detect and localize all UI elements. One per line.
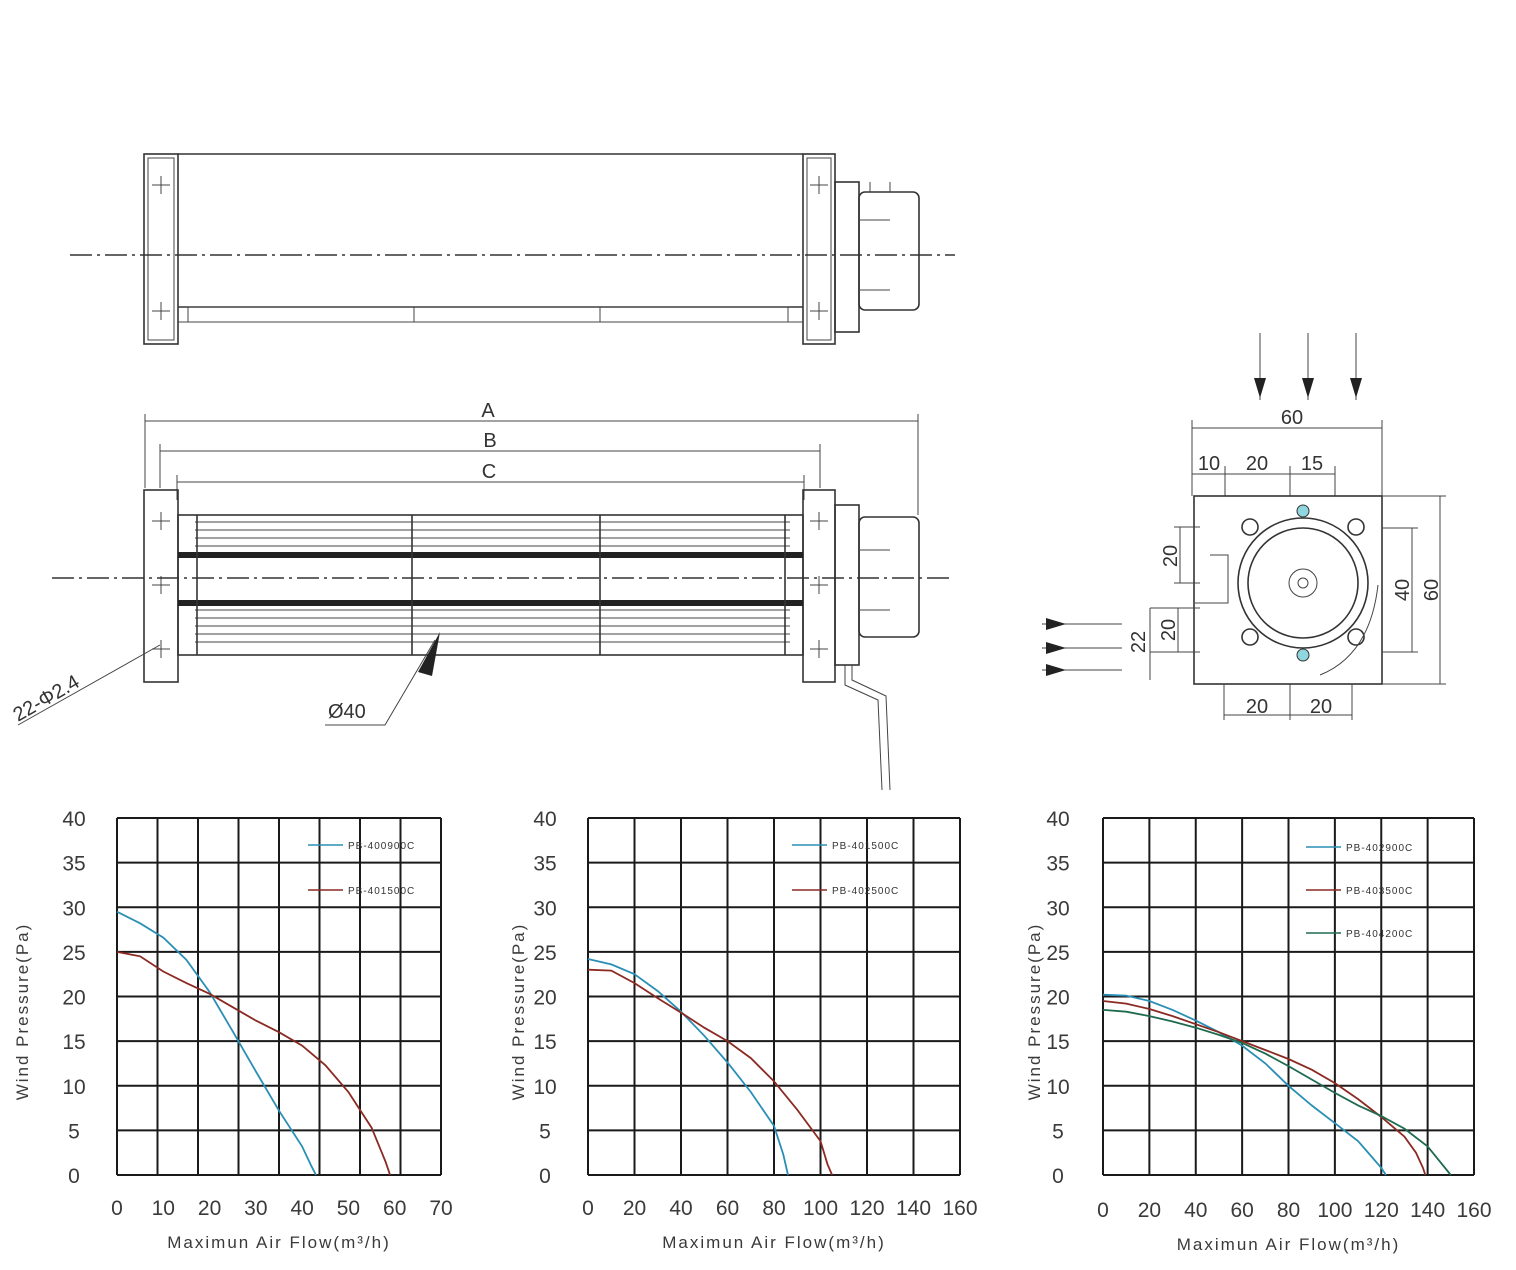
- dim-label-20-bottom-a: 20: [1246, 696, 1268, 718]
- y-tick-label: 25: [62, 942, 85, 965]
- x-tick-label: 160: [942, 1197, 977, 1220]
- dim-label-10: 10: [1198, 453, 1220, 475]
- y-tick-label: 10: [62, 1076, 85, 1099]
- x-tick-label: 100: [1317, 1199, 1352, 1222]
- x-tick-label: 50: [337, 1197, 360, 1220]
- x-tick-label: 20: [623, 1197, 646, 1220]
- dim-label-width-60: 60: [1281, 407, 1303, 429]
- series-line-PB-404200C: [1102, 1009, 1452, 1176]
- y-axis-label: Wind Pressure(Pa): [13, 923, 32, 1101]
- y-tick-label: 15: [533, 1031, 556, 1054]
- x-tick-label: 10: [152, 1197, 175, 1220]
- fan-side-view: 60 10 20 15 60 40 20: [1042, 333, 1446, 720]
- y-tick-label: 40: [1046, 808, 1069, 831]
- dim-label-mount-holes: 22-Φ2.4: [10, 671, 84, 726]
- dim-label-15: 15: [1301, 453, 1323, 475]
- y-tick-label: 30: [533, 897, 556, 920]
- x-tick-label: 20: [1138, 1199, 1161, 1222]
- y-tick-label: 35: [62, 853, 85, 876]
- dim-label-20-bottom-b: 20: [1310, 696, 1332, 718]
- dim-label-20-lower: 20: [1158, 619, 1180, 641]
- series-line-PB-403500C: [1102, 1000, 1427, 1176]
- legend-label: PB-402500C: [832, 886, 899, 897]
- fan-front-view: A B C: [10, 400, 950, 791]
- x-tick-label: 60: [383, 1197, 406, 1220]
- dim-label-20-top: 20: [1246, 453, 1268, 475]
- x-tick-label: 40: [1184, 1199, 1207, 1222]
- legend-label: PB-402900C: [1346, 843, 1413, 854]
- x-tick-label: 140: [896, 1197, 931, 1220]
- legend-label: PB-401500C: [832, 841, 899, 852]
- y-tick-label: 15: [1046, 1031, 1069, 1054]
- y-tick-label: 15: [62, 1031, 85, 1054]
- dim-label-c: C: [482, 461, 496, 483]
- series-line-PB-402900C: [1102, 993, 1387, 1176]
- x-tick-label: 80: [1277, 1199, 1300, 1222]
- impeller-blades: [195, 521, 790, 643]
- y-tick-label: 25: [1046, 942, 1069, 965]
- x-tick-label: 80: [762, 1197, 785, 1220]
- series-line-PB-401500C: [116, 951, 391, 1176]
- legend-label: PB-401500C: [348, 886, 415, 897]
- y-tick-label: 10: [533, 1076, 556, 1099]
- x-axis-label: Maximun Air Flow(m³/h): [1177, 1235, 1400, 1254]
- y-axis-label: Wind Pressure(Pa): [509, 923, 528, 1101]
- y-tick-label: 35: [1046, 853, 1069, 876]
- y-tick-label: 35: [533, 853, 556, 876]
- x-tick-label: 40: [290, 1197, 313, 1220]
- x-tick-label: 0: [111, 1197, 123, 1220]
- y-tick-label: 0: [1052, 1165, 1064, 1188]
- x-tick-label: 60: [716, 1197, 739, 1220]
- dim-label-b: B: [483, 430, 496, 452]
- y-tick-label: 20: [1046, 987, 1069, 1010]
- y-tick-label: 5: [1052, 1120, 1064, 1143]
- x-tick-label: 30: [244, 1197, 267, 1220]
- y-tick-label: 40: [62, 808, 85, 831]
- dim-label-40: 40: [1392, 579, 1414, 601]
- performance-chart-2: 0 5 10 15 20 25 30 35 40 0 20 40 60 80 100 120 140 160Max…: [509, 808, 978, 1252]
- x-tick-label: 0: [1097, 1199, 1109, 1222]
- x-tick-label: 120: [1364, 1199, 1399, 1222]
- x-tick-label: 100: [803, 1197, 838, 1220]
- x-tick-label: 20: [198, 1197, 221, 1220]
- x-tick-label: 40: [669, 1197, 692, 1220]
- series-line-PB-400900C: [116, 910, 317, 1176]
- performance-chart-3: 0 5 10 15 20 25 30 35 40 0 20 40 60 80 100 120 140 160Max…: [1025, 808, 1492, 1254]
- y-tick-label: 20: [62, 987, 85, 1010]
- x-tick-label: 0: [582, 1197, 594, 1220]
- y-axis-label: Wind Pressure(Pa): [1025, 923, 1044, 1101]
- y-tick-label: 0: [539, 1165, 551, 1188]
- x-tick-label: 60: [1230, 1199, 1253, 1222]
- dim-label-a: A: [481, 400, 495, 422]
- x-axis-label: Maximun Air Flow(m³/h): [662, 1233, 885, 1252]
- dim-label-diameter: Ø40: [328, 701, 366, 723]
- y-tick-label: 20: [533, 987, 556, 1010]
- fan-top-view: [70, 153, 955, 345]
- y-tick-label: 30: [62, 897, 85, 920]
- y-tick-label: 5: [68, 1120, 80, 1143]
- x-tick-label: 120: [849, 1197, 884, 1220]
- y-tick-label: 25: [533, 942, 556, 965]
- y-tick-label: 10: [1046, 1076, 1069, 1099]
- legend-label: PB-403500C: [1346, 886, 1413, 897]
- x-tick-label: 140: [1410, 1199, 1445, 1222]
- y-tick-label: 0: [68, 1165, 80, 1188]
- y-tick-label: 5: [539, 1120, 551, 1143]
- series-line-PB-401500C: [587, 958, 789, 1176]
- series-line-PB-402500C: [587, 968, 833, 1176]
- y-tick-label: 40: [533, 808, 556, 831]
- dim-label-22: 22: [1128, 631, 1150, 653]
- legend-label: PB-400900C: [348, 841, 415, 852]
- dim-label-height-60: 60: [1421, 579, 1443, 601]
- x-tick-label: 70: [429, 1197, 452, 1220]
- dim-label-20-left: 20: [1160, 545, 1182, 567]
- x-axis-label: Maximun Air Flow(m³/h): [167, 1233, 390, 1252]
- y-tick-label: 30: [1046, 897, 1069, 920]
- legend-label: PB-404200C: [1346, 929, 1413, 940]
- x-tick-label: 160: [1456, 1199, 1491, 1222]
